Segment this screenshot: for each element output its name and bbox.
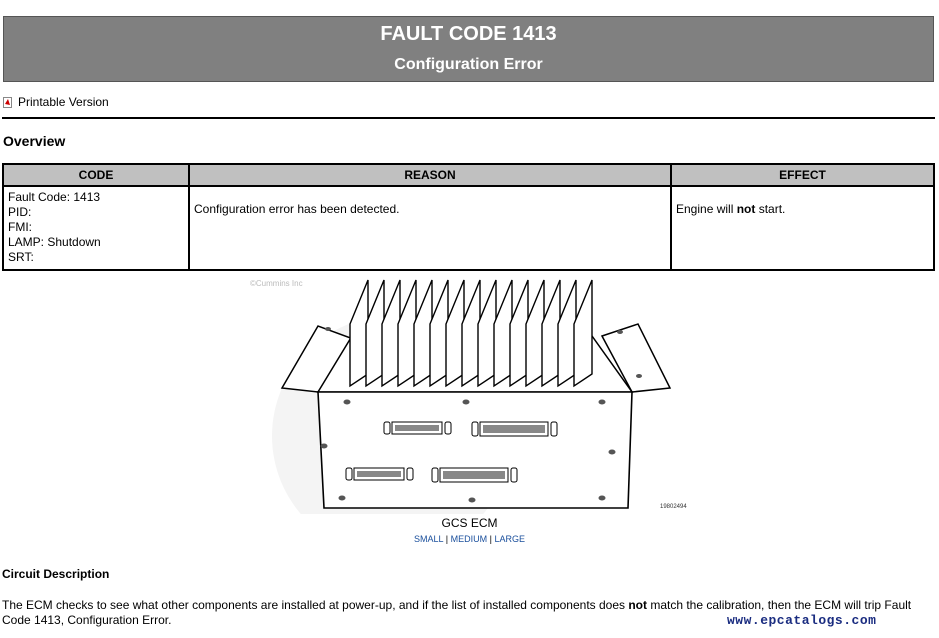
code-cell: Fault Code: 1413 PID: FMI: LAMP: Shutdow… bbox=[2, 185, 190, 271]
connector bbox=[471, 421, 558, 437]
effect-text-bold: not bbox=[736, 202, 756, 216]
ecm-front-face bbox=[317, 391, 633, 509]
page-header: FAULT CODE 1413 Configuration Error bbox=[3, 16, 934, 82]
circuit-text-post: match the calibration, then the ECM will… bbox=[2, 598, 912, 627]
mounting-holes bbox=[320, 399, 616, 503]
size-separator: | bbox=[489, 534, 492, 544]
fault-code-line: Fault Code: 1413 bbox=[8, 190, 101, 204]
heat-sink-fins bbox=[349, 279, 593, 388]
site-watermark: www.epcatalogs.com bbox=[727, 613, 877, 628]
ecm-illustration: ©Cummins Inc bbox=[250, 279, 687, 514]
connector bbox=[383, 421, 452, 435]
size-link-large[interactable]: LARGE bbox=[494, 534, 525, 544]
srt-line: SRT: bbox=[8, 250, 34, 264]
connector bbox=[345, 467, 414, 481]
right-flange bbox=[600, 323, 672, 393]
part-number-label: 19802494 bbox=[660, 504, 687, 510]
flange-hole bbox=[617, 330, 623, 334]
effect-text-pre: Engine will bbox=[676, 202, 737, 216]
column-header-code: CODE bbox=[2, 163, 190, 187]
table-row: Fault Code: 1413 PID: FMI: LAMP: Shutdow… bbox=[2, 185, 935, 271]
divider bbox=[2, 117, 935, 119]
connector bbox=[431, 467, 518, 483]
circuit-text-bold: not bbox=[628, 598, 647, 612]
pid-line: PID: bbox=[8, 205, 32, 219]
fault-code-title: FAULT CODE 1413 bbox=[380, 23, 557, 45]
circuit-description-text: The ECM checks to see what other compone… bbox=[2, 598, 937, 628]
effect-text: Engine will not start. bbox=[676, 190, 929, 216]
copyright-mark: ©Cummins Inc bbox=[250, 279, 303, 288]
table-header-row: CODE REASON EFFECT bbox=[2, 163, 935, 187]
circuit-description-heading: Circuit Description bbox=[2, 567, 110, 581]
overview-heading: Overview bbox=[3, 133, 66, 149]
pdf-icon bbox=[3, 96, 12, 108]
fault-code-subtitle: Configuration Error bbox=[394, 56, 543, 73]
reason-text: Configuration error has been detected. bbox=[194, 202, 400, 216]
printable-version-link[interactable]: Printable Version bbox=[3, 95, 109, 109]
lamp-line: LAMP: Shutdown bbox=[8, 235, 101, 249]
flange-hole bbox=[636, 374, 642, 378]
column-header-reason: REASON bbox=[188, 163, 672, 187]
effect-text-post: start. bbox=[755, 202, 786, 216]
size-link-small[interactable]: SMALL bbox=[414, 534, 444, 544]
effect-cell: Engine will not start. bbox=[670, 185, 935, 271]
fmi-line: FMI: bbox=[8, 220, 32, 234]
reason-cell: Configuration error has been detected. bbox=[188, 185, 672, 271]
fault-table: CODE REASON EFFECT Fault Code: 1413 PID:… bbox=[2, 163, 935, 271]
circuit-text-pre: The ECM checks to see what other compone… bbox=[2, 598, 629, 612]
figure-caption: GCS ECM bbox=[441, 516, 498, 530]
size-link-medium[interactable]: MEDIUM bbox=[450, 534, 488, 544]
column-header-effect: EFFECT bbox=[670, 163, 935, 187]
size-separator: | bbox=[445, 534, 449, 544]
image-size-links: SMALL | MEDIUM | LARGE bbox=[0, 534, 939, 544]
flange-hole bbox=[325, 327, 331, 331]
printable-version-label[interactable]: Printable Version bbox=[18, 95, 109, 109]
